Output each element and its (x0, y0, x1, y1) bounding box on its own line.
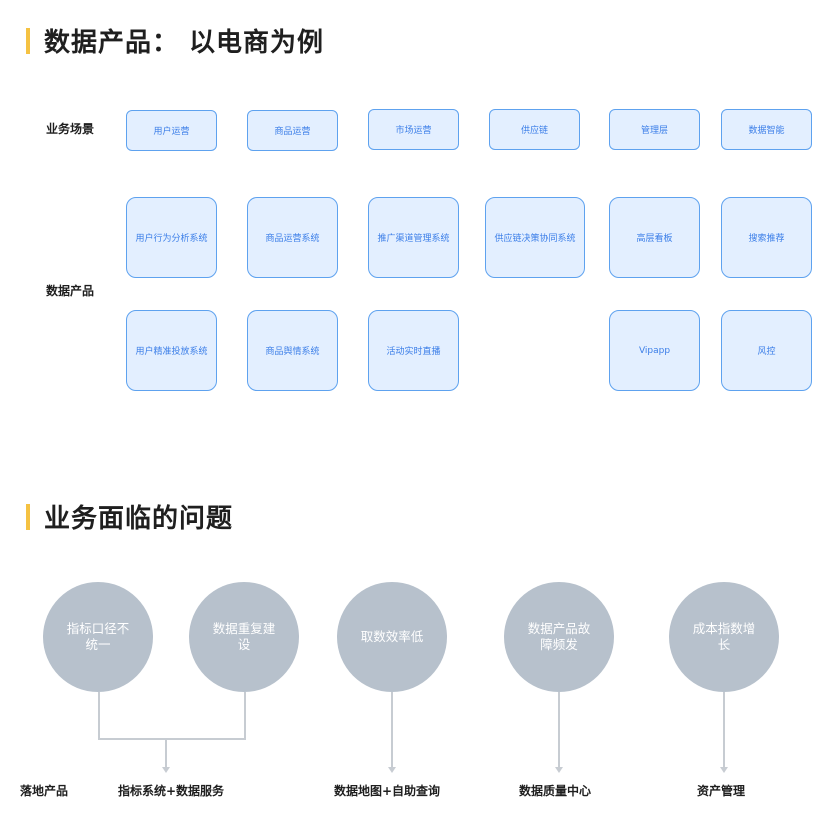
landing-product: 资产管理 (697, 784, 746, 798)
section-title-products: 数据产品： 以电商为例 (26, 22, 324, 59)
accent-bar (26, 27, 30, 54)
scenario-box: 用户运营 (126, 110, 217, 151)
problem-circle: 数据重复建设 (189, 582, 299, 692)
problem-text: 成本指数增长 (692, 621, 756, 652)
connector-line (165, 739, 167, 767)
section-title-text: 业务面临的问题 (44, 504, 234, 534)
scenario-box: 市场运营 (368, 109, 459, 150)
scenario-box: 数据智能 (721, 109, 812, 150)
problem-text: 取数效率低 (360, 629, 424, 644)
connector-line (391, 692, 393, 767)
landing-product: 指标系统+数据服务 (118, 784, 225, 798)
landing-product: 数据质量中心 (519, 784, 592, 798)
problem-text: 数据产品故障频发 (527, 621, 591, 652)
landing-product: 数据地图+自助查询 (334, 784, 441, 798)
scenario-box: 商品运营 (247, 110, 338, 151)
problem-text: 数据重复建设 (212, 621, 276, 652)
product-box: 搜索推荐 (721, 197, 812, 278)
product-box: 用户精准投放系统 (126, 310, 217, 391)
connector-line (244, 692, 246, 739)
scenario-box: 管理层 (609, 109, 700, 150)
problem-circle: 取数效率低 (337, 582, 447, 692)
accent-bar (26, 503, 30, 530)
arrow-down-icon (162, 767, 170, 773)
problem-circle: 指标口径不统一 (43, 582, 153, 692)
product-box: 商品舆情系统 (247, 310, 338, 391)
product-box: 活动实时直播 (368, 310, 459, 391)
section-title-problems: 业务面临的问题 (26, 498, 233, 535)
arrow-down-icon (555, 767, 563, 773)
problem-circle: 成本指数增长 (669, 582, 779, 692)
arrow-down-icon (720, 767, 728, 773)
row-label-scenarios: 业务场景 (46, 122, 95, 136)
connector-line (98, 692, 100, 739)
product-box: 高层看板 (609, 197, 700, 278)
product-box: 用户行为分析系统 (126, 197, 217, 278)
section-title-text: 数据产品： 以电商为例 (44, 28, 325, 58)
connector-line (558, 692, 560, 767)
scenario-box: 供应链 (489, 109, 580, 150)
product-box: 风控 (721, 310, 812, 391)
product-box: 商品运营系统 (247, 197, 338, 278)
landing-label: 落地产品 (20, 784, 69, 798)
row-label-products: 数据产品 (46, 284, 95, 298)
problem-circle: 数据产品故障频发 (504, 582, 614, 692)
arrow-down-icon (388, 767, 396, 773)
product-box: Vipapp (609, 310, 700, 391)
product-box: 供应链决策协同系统 (485, 197, 585, 278)
connector-line (723, 692, 725, 767)
connector-line (98, 738, 246, 740)
problem-text: 指标口径不统一 (66, 621, 130, 652)
product-box: 推广渠道管理系统 (368, 197, 459, 278)
